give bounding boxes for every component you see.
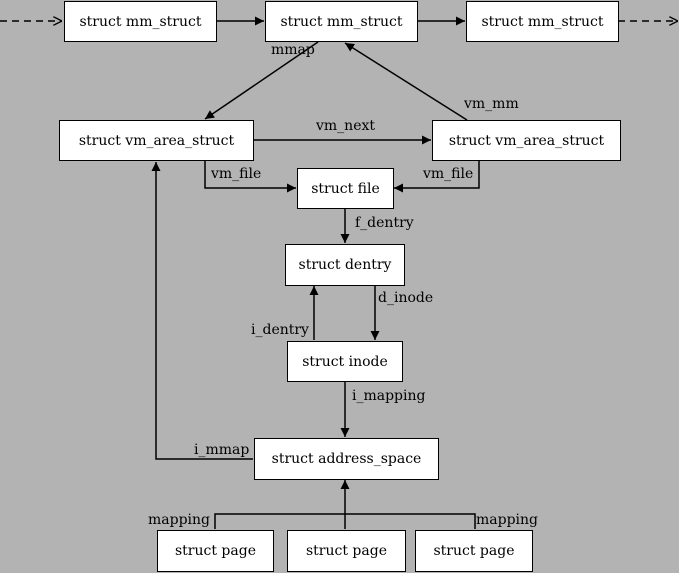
mapping-left-label: mapping xyxy=(148,512,211,528)
vm-mm-label: vm_mm xyxy=(464,96,519,112)
i-mmap-arrow xyxy=(151,162,253,460)
mm-struct-node-center: struct mm_struct xyxy=(265,1,418,42)
mm-struct-node-left: struct mm_struct xyxy=(64,1,217,42)
address-space-node: struct address_space xyxy=(254,438,439,480)
i-dentry-label: i_dentry xyxy=(251,322,309,338)
file-node: struct file xyxy=(297,168,394,209)
mapping-right-label: mapping xyxy=(476,512,539,528)
vm-next-label: vm_next xyxy=(316,118,376,134)
i-mapping-label: i_mapping xyxy=(352,388,426,404)
page-node-middle: struct page xyxy=(287,530,406,572)
mm-struct-node-right: struct mm_struct xyxy=(466,1,619,42)
vm-area-struct-node-left: struct vm_area_struct xyxy=(59,120,254,161)
i-mmap-label: i_mmap xyxy=(194,442,250,458)
mmap-label: mmap xyxy=(271,42,315,58)
inode-node: struct inode xyxy=(287,341,403,382)
dentry-node: struct dentry xyxy=(285,244,405,286)
page-node-left: struct page xyxy=(157,530,274,572)
vm-area-struct-node-right: struct vm_area_struct xyxy=(432,120,621,161)
d-inode-label: d_inode xyxy=(378,290,434,306)
vm-mm-arrow xyxy=(344,42,468,121)
vm-file-right-arrow xyxy=(394,161,480,193)
vm-file-right-label: vm_file xyxy=(423,166,474,182)
mmap-arrow xyxy=(204,41,319,120)
vm-file-left-arrow xyxy=(204,161,296,193)
f-dentry-label: f_dentry xyxy=(355,215,414,231)
vm-file-left-label: vm_file xyxy=(211,166,262,182)
page-node-right: struct page xyxy=(415,530,533,572)
